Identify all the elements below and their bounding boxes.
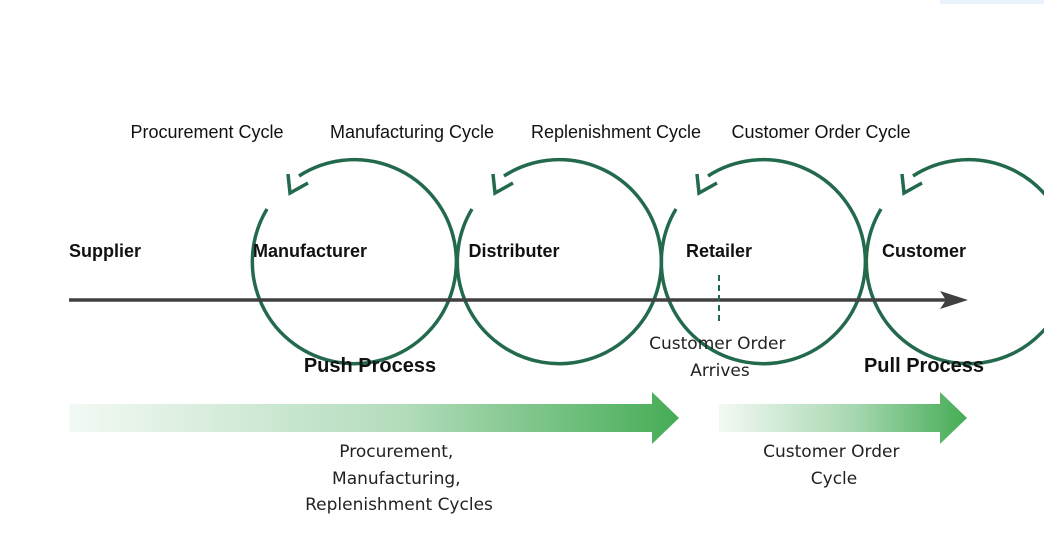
pull-process-title: Pull Process [864,355,984,377]
pull-description-line-2: Cycle [811,469,857,489]
pull-process-description: Customer Order Cycle [763,442,905,489]
stage-customer: Customer [882,241,966,261]
procurement-cycle-arrowhead [286,173,309,196]
customer-order-cycle-arrowhead [900,173,923,196]
push-description-line-3: Replenishment Cycles [305,495,493,515]
replenishment-cycle-label: Replenishment Cycle [531,122,701,142]
stage-retailer: Retailer [686,241,752,261]
pull-description-line-1: Customer Order [763,442,899,462]
boundary-label-line-1: Customer Order [649,334,785,354]
replenishment-cycle-arrowhead [695,173,718,196]
manufacturing-cycle-arc [455,157,664,366]
pull-process-arrow [719,392,967,444]
stage-distributer: Distributer [468,241,559,261]
procurement-cycle-arc [250,157,459,366]
manufacturing-cycle-arrowhead [491,173,514,196]
timeline-arrowhead [940,291,968,309]
stage-manufacturer: Manufacturer [253,241,367,261]
boundary-label-line-2: Arrives [690,361,750,381]
stage-supplier: Supplier [69,241,141,261]
customer-order-cycle-label: Customer Order Cycle [731,122,910,142]
top-right-strip [940,0,1044,4]
manufacturing-cycle-label: Manufacturing Cycle [330,122,494,142]
push-description-line-1: Procurement, [339,442,453,462]
procurement-cycle-label: Procurement Cycle [130,122,283,142]
push-process-description: Procurement, Manufacturing, Replenishmen… [305,442,493,515]
push-description-line-2: Manufacturing, [332,469,461,489]
boundary-label: Customer Order Arrives [649,334,791,381]
customer-order-cycle-arc [864,157,1044,366]
push-process-arrow [69,392,679,444]
push-process-title: Push Process [304,355,436,377]
